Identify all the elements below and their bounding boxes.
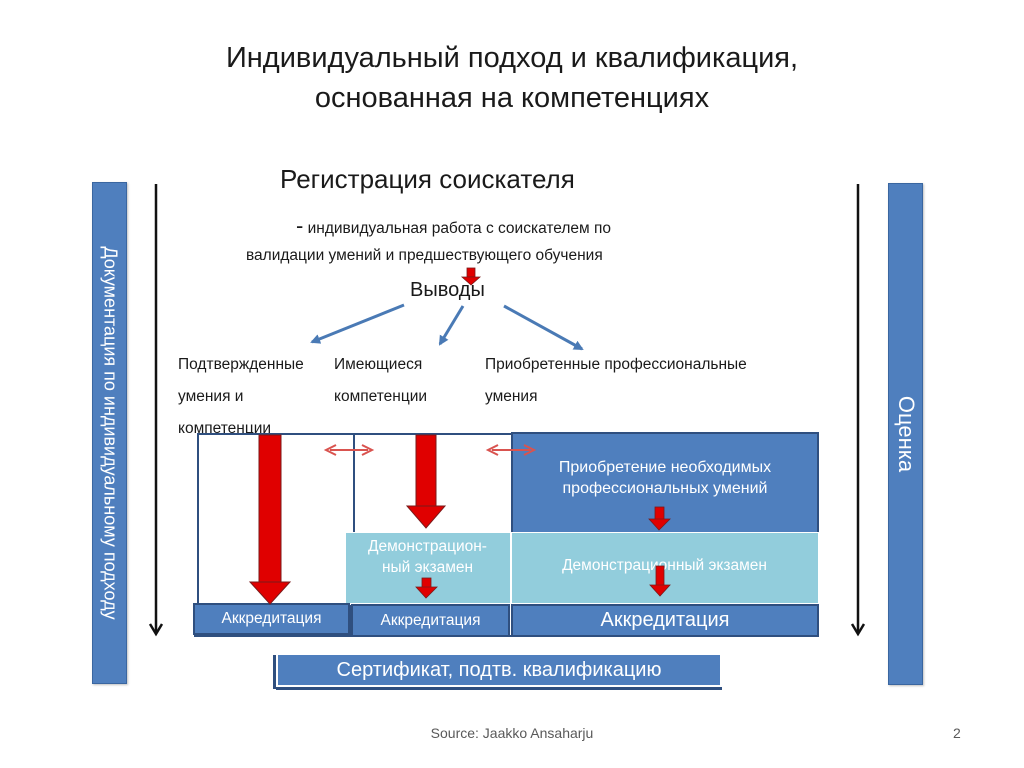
assessment-bar-label: Оценка [893,395,919,473]
label-acquired-line1: Приобретенные профессиональные [485,356,747,373]
left-timeline-arrow [148,184,164,637]
branch-arrow-right [503,304,584,351]
accreditation-left: Аккредитация [193,603,350,635]
demo-exam-right-text: Демонстрационный экзамен [562,557,767,574]
registration-heading: Регистрация соискателя [280,164,575,194]
label-acquired-skills: Приобретенные профессиональные умения [485,349,747,413]
label-confirmed-skills: Подтвержденные умения и компетенции [178,349,304,445]
right-timeline-arrow [850,184,866,637]
label-existing-competences: Имеющиеся компетенции [334,349,427,413]
label-confirmed-line2: умения и [178,388,244,405]
branch-arrow-left [310,303,405,344]
label-confirmed-line1: Подтвержденные [178,356,304,373]
acquire-skills-box: Приобретение необходимых профессиональны… [513,457,817,499]
documentation-bar: Документация по индивидуальному подходу [92,182,127,684]
accreditation-mid: Аккредитация [351,604,510,637]
demo-exam-mid-box: Демонстрацион- ный экзамен [345,532,511,604]
slide-title-line1: Индивидуальный подход и квалификация, [225,42,799,74]
demo-exam-right-box: Демонстрационный экзамен [511,532,819,604]
slide-title-line2: основанная на компетенциях [314,82,710,114]
registration-desc-line2: валидации умений и предшествующего обуче… [246,247,603,264]
page-number: 2 [953,725,961,741]
demo-exam-mid-line2: ный экзамен [381,559,474,576]
label-confirmed-line3: компетенции [178,420,272,437]
label-acquired-line2: умения [485,388,538,405]
label-existing-line2: компетенции [334,388,428,405]
registration-desc-text1: индивидуальная работа с соискателем по [307,220,612,237]
demo-exam-mid-line1: Демонстрацион- [368,538,487,555]
outputs-label: Выводы [410,279,485,301]
slide-title: Индивидуальный подход и квалификация, ос… [112,38,912,118]
branch-arrow-mid [438,305,465,346]
dash-mark: - [296,213,304,238]
assessment-bar: Оценка [888,183,923,685]
label-existing-line1: Имеющиеся [334,356,423,373]
acquire-skills-line1: Приобретение необходимых [558,459,772,476]
accreditation-right: Аккредитация [511,604,819,637]
demo-exam-mid-text: Демонстрацион- ный экзамен [346,536,509,578]
acquire-skills-line2: профессиональных умений [562,480,768,497]
documentation-bar-label: Документация по индивидуальному подходу [100,246,120,620]
registration-desc-line1: - индивидуальная работа с соискателем по [296,213,611,239]
source-footer: Source: Jaakko Ansaharju [430,725,594,741]
certificate-box: Сертификат, подтв. квалификацию [276,653,722,687]
